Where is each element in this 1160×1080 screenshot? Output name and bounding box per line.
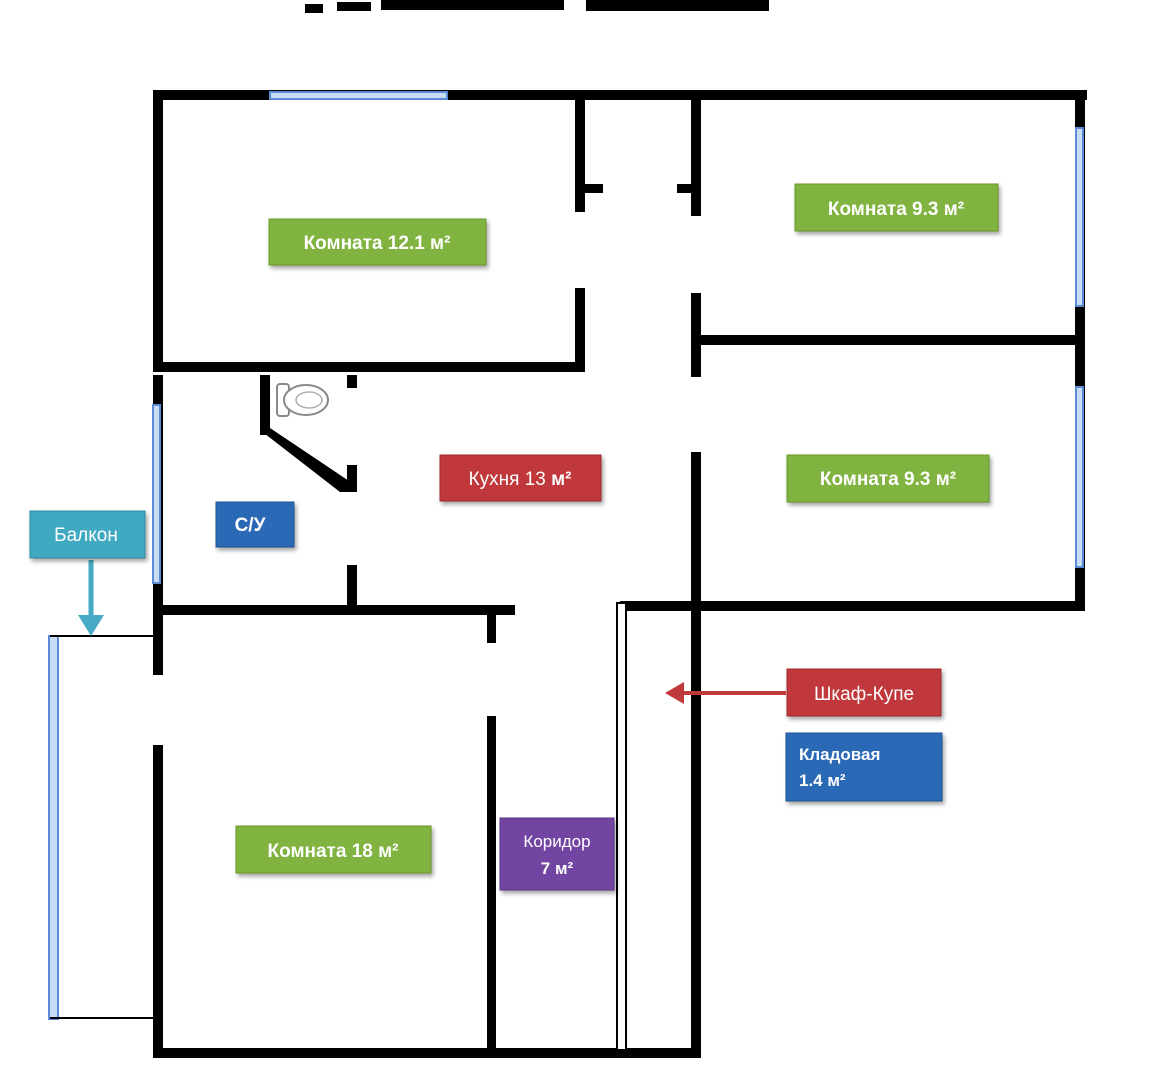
interior-walls: [153, 100, 1085, 1056]
room-top-left-text: Комната 12.1 м²: [304, 233, 451, 254]
bathroom-text: С/У: [235, 515, 266, 536]
label-storage: Кладовая 1.4 м²: [785, 732, 943, 802]
window-top: [269, 91, 448, 100]
label-wardrobe: Шкаф-Купе: [786, 668, 942, 717]
room-mid-right-text: Комната 9.3 м²: [820, 469, 956, 490]
toilet-icon: [276, 383, 329, 417]
label-bathroom: С/У: [215, 501, 295, 548]
kitchen-unit: м²: [551, 469, 571, 490]
window-right-upper: [1075, 127, 1084, 307]
kitchen-name: Кухня 13: [469, 469, 546, 490]
arrow-left-icon: [665, 682, 786, 704]
window-kitchen: [152, 404, 161, 584]
corridor-line2-text: 7 м²: [541, 859, 574, 878]
label-room-bottom-left: Комната 18 м²: [235, 825, 432, 874]
kitchen-text: Кухня 13 м²: [469, 469, 572, 490]
arrow-down-icon: [78, 560, 104, 636]
windows: [48, 91, 1084, 1020]
balcony-outline: [50, 635, 153, 1019]
label-kitchen: Кухня 13 м²: [439, 454, 602, 502]
label-balcony: Балкон: [29, 510, 146, 559]
room-bottom-left-text: Комната 18 м²: [268, 841, 399, 862]
room-top-right-text: Комната 9.3 м²: [828, 199, 964, 220]
storage-line1-text: Кладовая: [799, 745, 880, 764]
header-dashes: [305, 0, 769, 13]
label-room-top-right: Комната 9.3 м²: [794, 183, 999, 232]
corridor-line1-text: Коридор: [523, 832, 590, 851]
label-room-mid-right: Комната 9.3 м²: [786, 454, 990, 503]
wardrobe-text: Шкаф-Купе: [814, 684, 914, 705]
storage-line2-text: 1.4 м²: [799, 771, 846, 790]
label-corridor: Коридор 7 м²: [499, 817, 615, 891]
window-right-lower: [1075, 386, 1084, 568]
label-room-top-left: Комната 12.1 м²: [268, 218, 487, 266]
balcony-text: Балкон: [54, 525, 118, 546]
window-balcony: [48, 635, 59, 1020]
